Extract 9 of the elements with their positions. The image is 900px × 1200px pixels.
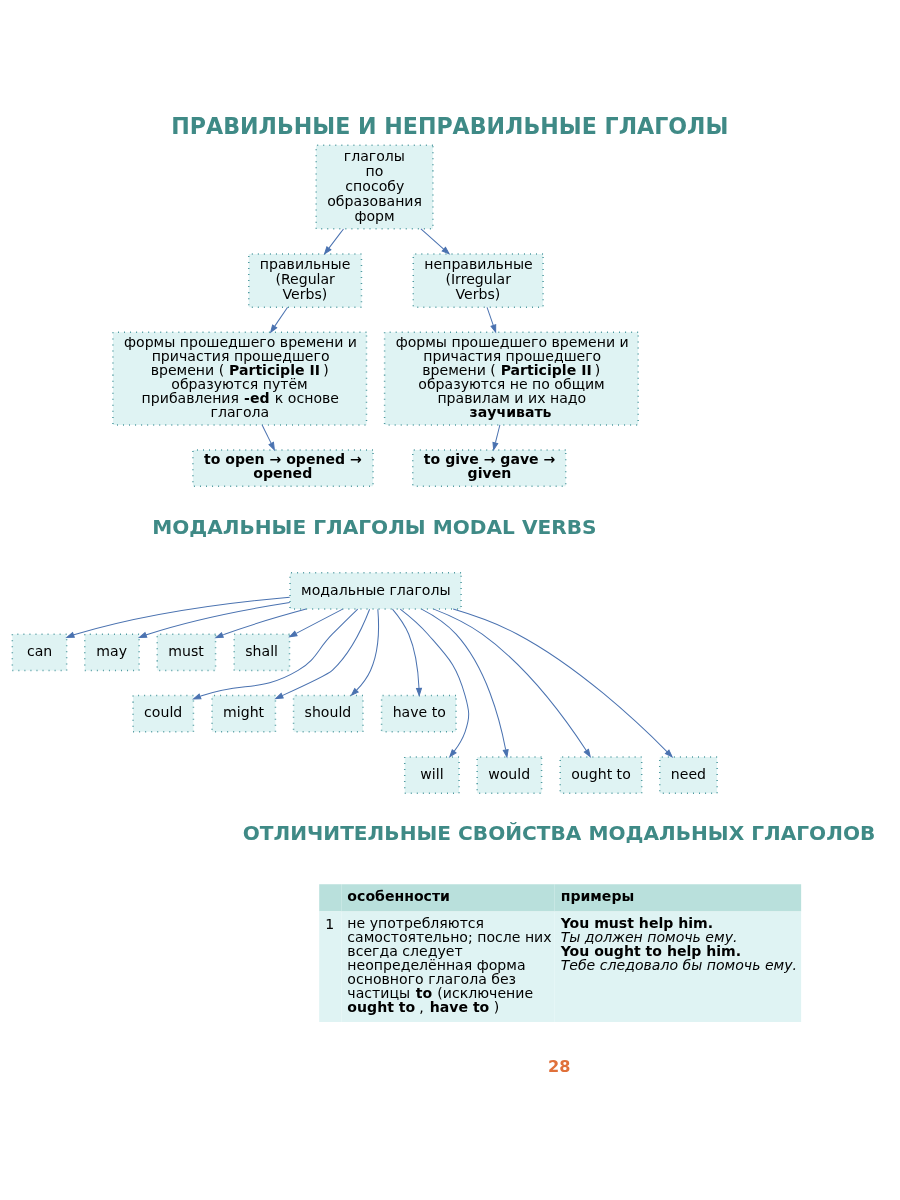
- label: примеры: [560, 887, 635, 904]
- label: 28: [548, 1056, 571, 1076]
- label: особенности: [347, 887, 450, 904]
- label: You must help him.: [560, 914, 714, 931]
- diagram-title: ПРАВИЛЬНЫЕ И НЕПРАВИЛЬНЫЕ ГЛАГОЛЫ: [171, 112, 729, 139]
- label: не употребляются самостоятельно; после них всегда следует неопределённая форма основного глагола без частицы to (исключение ought to, have to): [347, 914, 552, 1016]
- label: МОДАЛЬНЫЕ ГЛАГОЛЫ MODAL VERBS: [152, 514, 597, 539]
- label: ОТЛИЧИТЕЛЬНЫЕ СВОЙСТВА МОДАЛЬНЫХ ГЛАГОЛОВ: [242, 821, 876, 846]
- label: 1: [325, 915, 335, 932]
